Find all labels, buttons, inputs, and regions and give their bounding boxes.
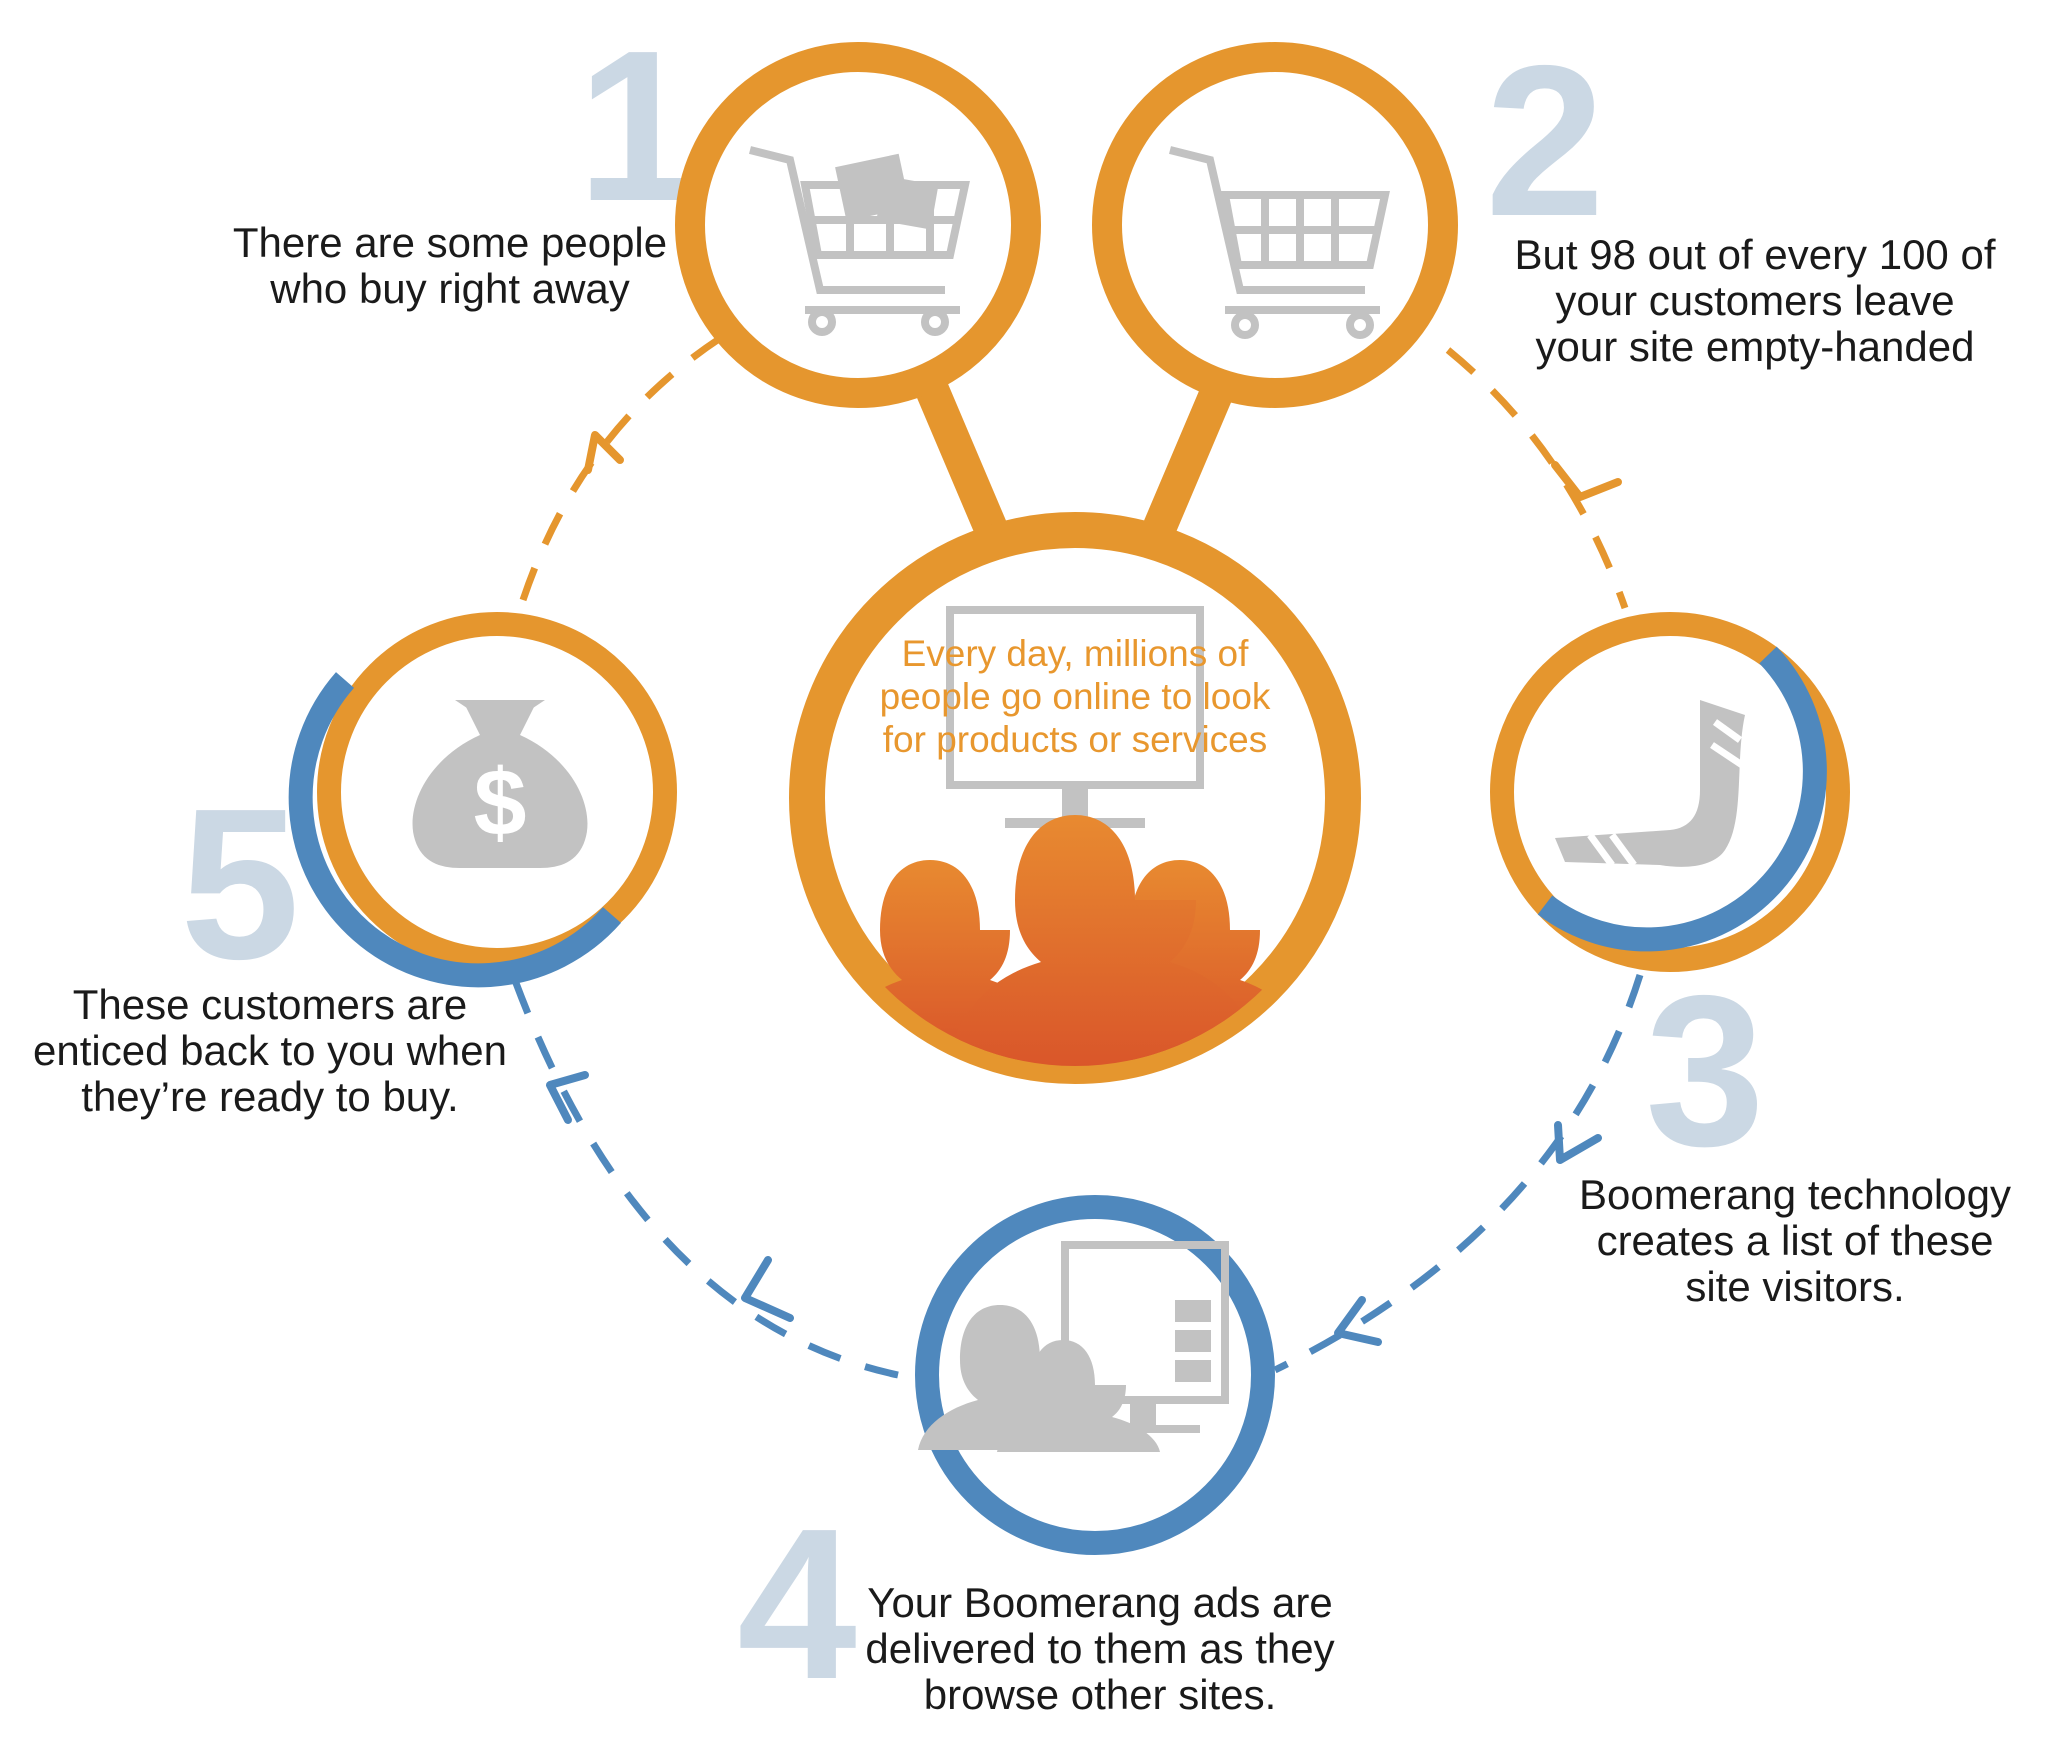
arrow-head-3-4 [1554, 1121, 1602, 1164]
connector-5-to-1 [519, 334, 724, 602]
connector-3-to-4 [1273, 973, 1644, 1374]
step-5-caption: These customers are enticed back to you … [10, 982, 530, 1120]
arrow-head-4-5 [741, 1256, 794, 1322]
step-4-circle [915, 1195, 1275, 1555]
center-caption-line-3: for products or services [882, 719, 1268, 760]
step-4-caption: Your Boomerang ads are delivered to them… [840, 1580, 1360, 1718]
arrow-head-2-3 [1551, 461, 1622, 501]
numeral-3: 3 [1645, 950, 1765, 1191]
shopping-cart-empty-icon [1169, 146, 1390, 339]
step-3-caption: Boomerang technology creates a list of t… [1555, 1172, 2035, 1310]
step-5-circle: $ [288, 612, 677, 988]
step-2-caption-line-3: your site empty-handed [1535, 323, 1975, 370]
step-3-circle [1490, 612, 1850, 972]
step-2-caption-line-2: your customers leave [1555, 277, 1955, 324]
step-5-caption-line-3: they’re ready to buy. [81, 1073, 459, 1120]
step-5-caption-line-1: These customers are [72, 981, 468, 1028]
step-4-caption-line-2: delivered to them as they [865, 1625, 1335, 1672]
center-caption-line-1: Every day, millions of [901, 633, 1249, 674]
connector-arrows [546, 431, 1622, 1346]
step-1-caption: There are some people who buy right away [210, 220, 690, 312]
numeral-4: 4 [737, 1483, 857, 1724]
dashed-connectors [509, 334, 1644, 1379]
center-circle [789, 512, 1361, 1084]
step-2-caption: But 98 out of every 100 of your customer… [1485, 232, 2025, 370]
step-3-caption-line-3: site visitors. [1685, 1263, 1905, 1310]
shopping-cart-full-icon [749, 146, 970, 336]
step-3-caption-line-2: creates a list of these [1596, 1217, 1994, 1264]
stem-to-circle-1 [914, 378, 1016, 557]
step-1-caption-line-2: who buy right away [270, 265, 630, 312]
numeral-2: 2 [1485, 20, 1605, 261]
people-monitor-icon [918, 1241, 1229, 1452]
dollar-sign-icon: $ [474, 750, 527, 856]
step-1-caption-line-1: There are some people [232, 219, 668, 266]
connector-2-to-3 [1445, 347, 1629, 610]
arrow-head-4-5b [546, 1071, 589, 1124]
step-5-caption-line-2: enticed back to you when [33, 1027, 507, 1074]
step-1-circle [675, 42, 1041, 408]
circle-3-blue-arc [1537, 646, 1827, 952]
center-stems [914, 378, 1236, 557]
arrow-head-3-4b [1334, 1296, 1382, 1346]
step-4-caption-line-1: Your Boomerang ads are [867, 1579, 1333, 1626]
step-2-circle [1092, 42, 1458, 408]
numeral-5: 5 [180, 763, 300, 1004]
connector-4-to-5 [509, 973, 899, 1379]
money-bag-icon: $ [412, 700, 588, 868]
step-2-caption-line-1: But 98 out of every 100 of [1514, 231, 1996, 278]
center-caption: Every day, millions of people go online … [875, 632, 1275, 761]
boomerang-icon [1555, 700, 1745, 868]
step-3-caption-line-1: Boomerang technology [1579, 1171, 2011, 1218]
center-caption-line-2: people go online to look [879, 676, 1271, 717]
circle-5-blue-arc [288, 672, 621, 988]
stem-to-circle-2 [1134, 378, 1236, 557]
step-numerals: 1 2 3 4 5 [180, 5, 1765, 1724]
arrow-head-5-1 [584, 431, 624, 474]
step-4-caption-line-3: browse other sites. [923, 1671, 1277, 1718]
